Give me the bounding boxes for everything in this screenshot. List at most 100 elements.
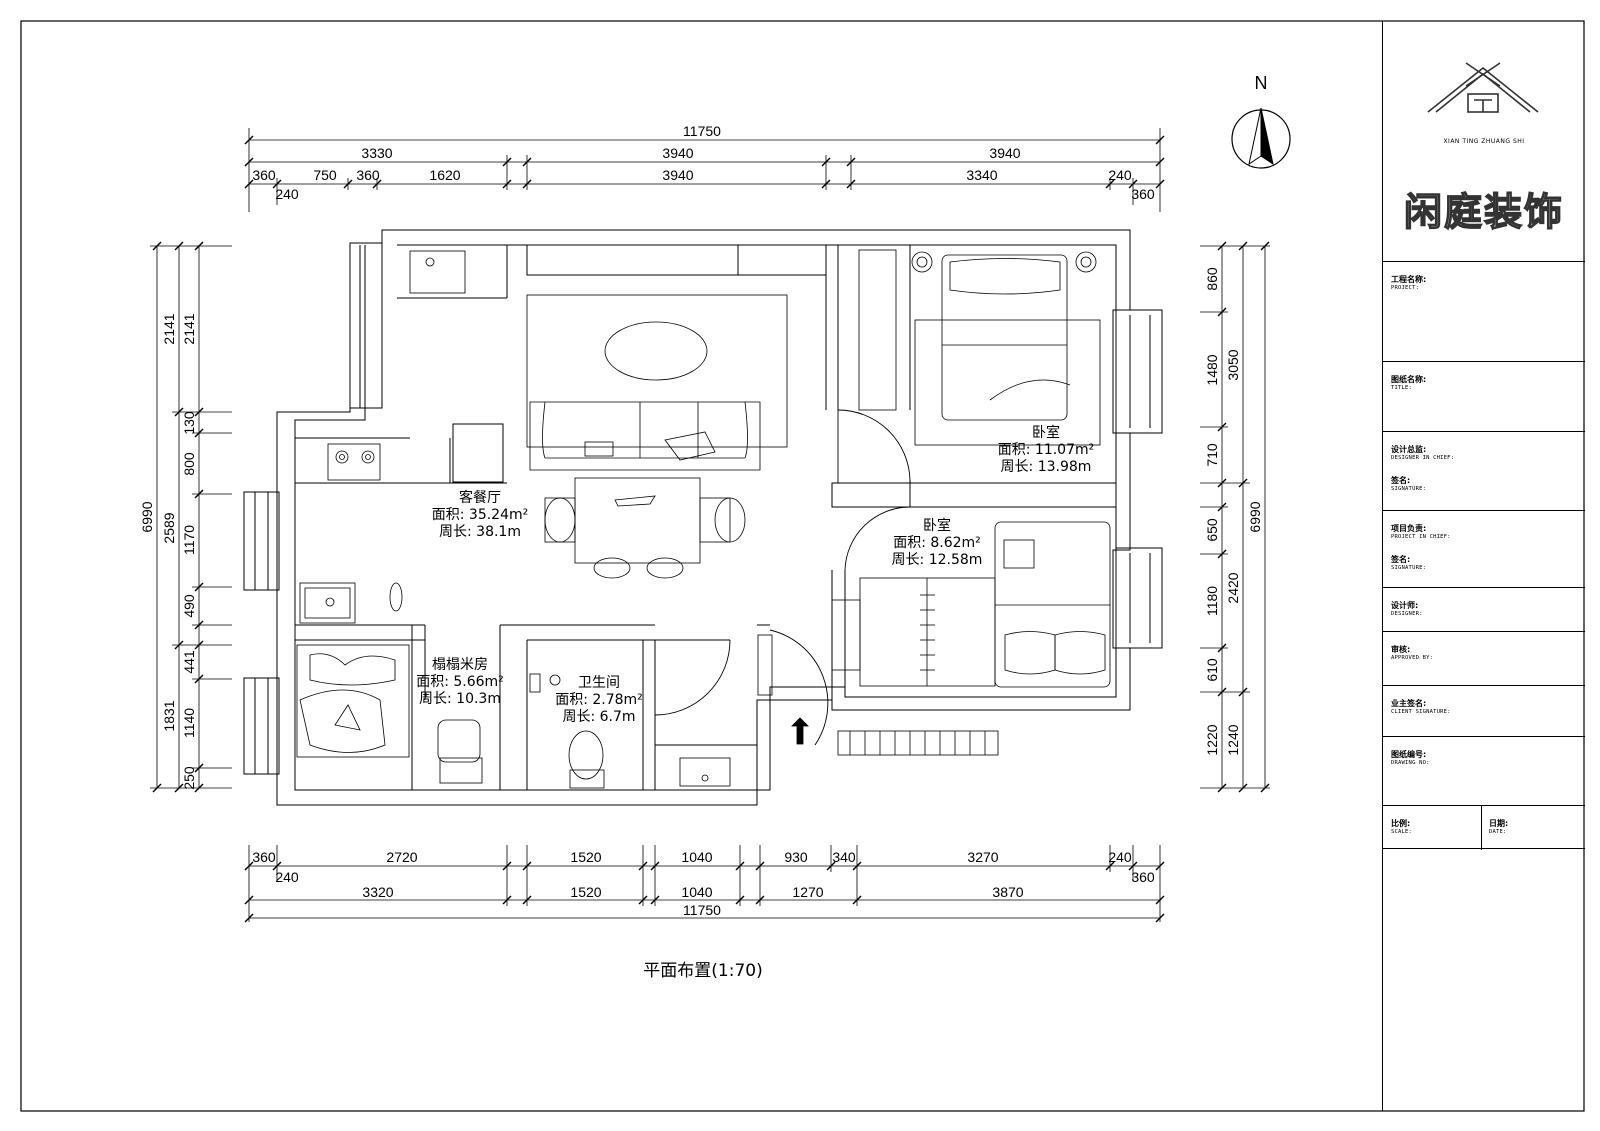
- washing-machine: [409, 250, 466, 294]
- dim-bottom-mid: 3870: [992, 884, 1023, 900]
- scale-date-divider: [1481, 806, 1482, 850]
- room-labels: 客餐厅 面积: 35.24m² 周长: 38.1m 卧室 面积: 11.07m²…: [416, 424, 1094, 725]
- field-label: 签名:: [1391, 555, 1411, 564]
- walls: [243, 229, 1163, 806]
- field-designer: 设计师: DESIGNER:: [1383, 587, 1585, 631]
- right-dimensions: [1200, 245, 1270, 789]
- dim-right-detail: 650: [1204, 518, 1220, 542]
- field-designer-chief: 设计总监: DESIGNER IN CHIEF:: [1383, 431, 1585, 465]
- dim-bottom-detail: 2720: [386, 849, 417, 865]
- field-label: 设计师:: [1391, 601, 1419, 610]
- room-perimeter: 周长: 6.7m: [562, 709, 635, 725]
- dim-top-detail: 750: [313, 167, 337, 183]
- field-project-chief: 项目负责: PROJECT IN CHIEF:: [1383, 510, 1585, 544]
- dim-right-total: 6990: [1247, 501, 1263, 532]
- top-dimension-ticks: [244, 135, 1165, 189]
- wardrobe-master: [858, 249, 897, 411]
- dim-top-mid-3: 3940: [989, 145, 1020, 161]
- drawing-caption: 平面布置(1:70): [643, 961, 762, 981]
- dim-top-mid-1: 3330: [361, 145, 392, 161]
- field-label-en: DATE:: [1489, 829, 1507, 835]
- dim-top-mid-2: 3940: [662, 145, 693, 161]
- field-label-en: DESIGNER IN CHIEF:: [1391, 455, 1455, 461]
- bottom-dimensions: [248, 845, 1161, 922]
- dim-bottom-detail: 1520: [570, 849, 601, 865]
- field-label: 日期:: [1489, 819, 1509, 828]
- room-perimeter: 周长: 38.1m: [439, 524, 521, 540]
- field-label: 项目负责:: [1391, 524, 1427, 533]
- field-label-en: DESIGNER:: [1391, 611, 1423, 617]
- field-approved: 审核: APPROVED BY:: [1383, 631, 1585, 685]
- door-swings: [654, 409, 911, 746]
- bottom-dimension-ticks: [244, 861, 1165, 923]
- coffee-table: [604, 321, 708, 381]
- dim-top-detail: 240: [1108, 167, 1132, 183]
- dim-bottom-detail: 240: [1108, 849, 1132, 865]
- field-label-en: CLIENT SIGNATURE:: [1391, 709, 1451, 715]
- room-area: 面积: 35.24m²: [432, 507, 529, 523]
- room-name: 榻榻米房: [432, 657, 488, 673]
- dim-left-detail: 1170: [181, 525, 197, 555]
- dim-bottom-detail: 360: [252, 849, 276, 865]
- dim-top-sub: 360: [1131, 186, 1155, 202]
- dim-bottom-total: 11750: [683, 902, 721, 918]
- dim-left-mid: 1831: [161, 700, 177, 731]
- dining-table: [574, 477, 701, 564]
- field-label: 签名:: [1391, 476, 1411, 485]
- dim-right-mid: 2420: [1225, 572, 1241, 603]
- field-scale-date: 比例: SCALE: 日期: DATE:: [1383, 805, 1585, 850]
- logo-subtitle: XIAN TING ZHUANG SHI: [1443, 138, 1525, 145]
- field-client-signature: 业主签名: CLIENT SIGNATURE:: [1383, 685, 1585, 736]
- furniture: [296, 249, 1111, 789]
- nightstand-lamp: [1075, 251, 1097, 273]
- north-arrow: N: [1231, 73, 1291, 169]
- room-perimeter: 周长: 12.58m: [892, 552, 983, 568]
- dim-top-detail: 1620: [429, 167, 460, 183]
- dim-bottom-sub: 240: [275, 869, 299, 885]
- field-label-en: DRAWING NO:: [1391, 760, 1430, 766]
- dim-top-total: 11750: [683, 123, 721, 139]
- stove: [327, 443, 381, 481]
- field-label: 审核:: [1391, 645, 1411, 654]
- field-label: 图纸名称:: [1391, 375, 1427, 384]
- house-logo-icon: [1427, 62, 1539, 113]
- field-label-en: SCALE:: [1391, 829, 1413, 835]
- dim-top-sub: 240: [275, 186, 299, 202]
- window-right-2: [1115, 547, 1163, 649]
- room-area: 面积: 8.62m²: [893, 535, 981, 551]
- dim-left-detail: 250: [181, 766, 197, 790]
- field-label-en: APPROVED BY:: [1391, 655, 1434, 661]
- nightstand-lamp: [911, 251, 933, 273]
- field-signature: 签名: SIGNATURE:: [1383, 544, 1585, 587]
- north-label: N: [1255, 73, 1268, 93]
- logo-brand: 闲庭装饰: [1403, 188, 1564, 234]
- dim-bottom-mid: 1040: [681, 884, 712, 900]
- entry-cabinet: [757, 634, 773, 696]
- toilet: [568, 730, 604, 780]
- dim-left-mid: 2589: [161, 512, 177, 543]
- dim-right-detail: 1220: [1204, 724, 1220, 755]
- entrance-arrow: [791, 717, 809, 745]
- dim-bottom-detail: 1040: [681, 849, 712, 865]
- window-right-1: [1115, 309, 1163, 434]
- dim-bottom-detail: 3270: [967, 849, 998, 865]
- dim-bottom-detail: 340: [832, 849, 856, 865]
- room-area: 面积: 11.07m²: [998, 442, 1095, 458]
- dim-bottom-mid: 3320: [362, 884, 393, 900]
- dim-left-detail: 441: [181, 650, 197, 674]
- field-project: 工程名称: PROJECT:: [1383, 261, 1585, 361]
- balcony-strip: [349, 242, 383, 409]
- field-label-en: SIGNATURE:: [1391, 565, 1427, 571]
- room-area: 面积: 2.78m²: [555, 692, 643, 708]
- dim-left-detail: 130: [181, 411, 197, 435]
- sheet-border: [20, 20, 1585, 1112]
- tatami-bed: [296, 644, 410, 758]
- field-label-en: TITLE:: [1391, 385, 1413, 391]
- field-signature: 签名: SIGNATURE:: [1383, 465, 1585, 510]
- field-label-en: PROJECT:: [1391, 285, 1420, 291]
- dim-bottom-mid: 1270: [792, 884, 823, 900]
- top-dimensions: [248, 128, 1161, 212]
- room-perimeter: 周长: 10.3m: [419, 691, 501, 707]
- floor-drain: [549, 674, 561, 686]
